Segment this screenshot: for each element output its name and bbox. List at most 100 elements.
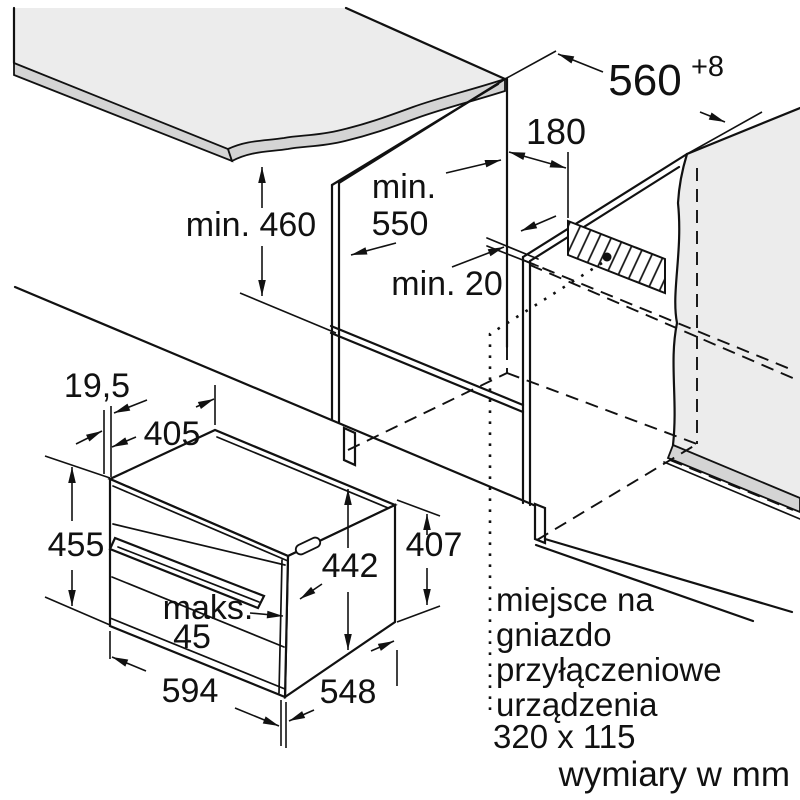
left-countertop-surface (14, 8, 505, 149)
dim-560-arrow-right (699, 111, 726, 123)
hidden-band-edge (669, 459, 794, 511)
dim-560-arrow-left (557, 53, 604, 73)
dim-560-ext-left (504, 50, 557, 80)
dim-45-label: 45 (173, 618, 211, 656)
oven-door-top-inner-line (112, 485, 289, 562)
rear-gap-mark-1 (486, 237, 539, 260)
dim-19-5-label: 19,5 (64, 367, 130, 405)
dim-180-label: 180 (526, 111, 586, 152)
right-countertop-surface (673, 108, 800, 498)
dim-19-5-arrow-left (75, 430, 103, 445)
connection-note-line-1: miejsce na (496, 581, 654, 618)
dim-455-label: 455 (48, 526, 105, 564)
dim-560-label: 560 (608, 56, 681, 105)
dim-body-height: 442 (322, 489, 379, 650)
left-side-panel-top-edge-2 (337, 77, 507, 185)
oven-control-panel-line (112, 523, 286, 566)
dim-20-label: min. 20 (391, 265, 503, 303)
dim-548-arrow-left (288, 709, 315, 722)
dim-45-arrow-left (249, 610, 284, 619)
hidden-edge-top-2 (529, 264, 796, 380)
dim-20-leader-2 (520, 215, 557, 232)
oven-door-bottom-inner-line (109, 617, 286, 690)
connection-note: miejsce na gniazdo przyłączeniowe urządz… (493, 581, 722, 755)
dim-body-depth: 548 (288, 640, 398, 722)
cabinet-niche (13, 77, 794, 623)
oven-handle (108, 536, 266, 610)
dim-455-ext-bottom (44, 596, 111, 626)
oven-handle-inner-line (117, 546, 260, 603)
hidden-edges (347, 168, 796, 541)
dim-442-label: 442 (322, 547, 379, 585)
dim-460-label: min. 460 (186, 206, 316, 244)
dim-548-label: 548 (320, 673, 377, 711)
dim-455-ext-top (44, 455, 111, 479)
dim-top-depth: 405 (111, 385, 216, 453)
dim-560-tolerance-label: +8 (691, 51, 724, 83)
dim-594-arrow-left (111, 656, 147, 672)
countertop-break-band (226, 77, 506, 163)
dim-460-ext-bottom (239, 292, 337, 334)
dim-560-ext-right (686, 111, 763, 155)
dim-cabinet-depth: min. 550 (350, 159, 502, 256)
right-side-panel-top-edge-2 (528, 165, 681, 263)
hidden-bottom-back-edge (536, 443, 698, 541)
dim-407-ext-top (396, 499, 441, 517)
dim-19-5-arrow-right (113, 399, 148, 414)
right-cabinet-top-line (663, 461, 800, 520)
connection-note-line-3: przyłączeniowe (496, 651, 722, 688)
hidden-edge-top-1 (522, 259, 796, 372)
bottom-board-edge-2 (534, 543, 755, 623)
socket-reference-dotted-line (488, 261, 603, 718)
dim-405-label: 405 (144, 415, 201, 453)
dim-405-arrow-left (111, 436, 137, 448)
socket-point-dot (602, 252, 612, 262)
dim-niche-height-clearance: min. 460 (186, 167, 337, 334)
dim-rear-gap: min. 20 (391, 215, 557, 303)
dim-socket-offset: 180 (508, 111, 586, 218)
left-countertop (12, 6, 507, 163)
dim-45-arrow-right (299, 583, 323, 600)
oven-side-vent-slot (294, 536, 322, 556)
base-cabinet-top-line (13, 285, 538, 508)
socket-zone-hatched (567, 219, 666, 295)
dim-407-ext-bottom (396, 605, 441, 623)
countertop-cut-edge (344, 6, 507, 81)
right-panel-foot (533, 502, 547, 545)
dim-594-arrow-right (234, 707, 280, 727)
socket-area (486, 219, 666, 718)
oven (107, 428, 398, 700)
niche-floor-front-edge (329, 324, 525, 407)
oven-door-mid-line (111, 576, 285, 648)
right-countertop-break-edge (671, 152, 689, 447)
oven-door-right-inner-edge (278, 559, 283, 694)
dim-appliance-height: 455 (44, 455, 111, 626)
dim-door-protrusion: maks. 45 (163, 583, 323, 656)
dim-594-label: 594 (162, 672, 219, 710)
hidden-floor-back-edge (506, 372, 698, 445)
dim-550-label: 550 (372, 205, 429, 243)
right-countertop-front-band (666, 443, 800, 513)
dim-405-arrow-right (195, 398, 215, 409)
dim-550-leader-front (350, 242, 397, 256)
connection-note-line-5: 320 x 115 (493, 718, 636, 755)
dim-maks-label: maks. (163, 589, 254, 627)
bottom-board-edge (543, 537, 794, 614)
connection-note-line-4: urządzenia (496, 686, 658, 723)
dim-front-overhang: 19,5 (64, 367, 148, 477)
dim-20-leader (451, 246, 505, 268)
right-countertop (663, 106, 800, 520)
oven-top-back-inner-line (216, 436, 394, 511)
hidden-floor-left-edge (347, 372, 508, 451)
connection-note-line-2: gniazdo (496, 616, 612, 653)
left-panel-foot (342, 426, 357, 467)
right-side-panel-top-edge (521, 152, 689, 259)
dim-548-arrow-right (370, 640, 395, 652)
units-caption: wymiary w mm (558, 755, 790, 794)
right-countertop-back-edge (685, 106, 800, 156)
dim-niche-width: 560 +8 (504, 50, 763, 155)
dim-right-side-height: 407 (396, 499, 462, 623)
niche-floor-front-edge-2 (329, 331, 525, 414)
dim-180-line (508, 151, 567, 169)
